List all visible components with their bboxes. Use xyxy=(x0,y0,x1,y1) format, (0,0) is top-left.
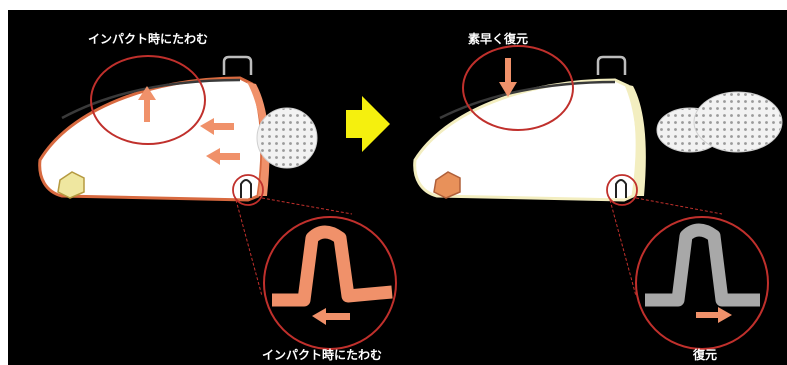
left-focus-circle-top xyxy=(90,55,206,145)
left-slot-circle xyxy=(232,174,264,206)
right-bottom-label: 復元 xyxy=(692,347,717,362)
left-connector-b xyxy=(261,197,353,215)
left-top-label: インパクト時にたわむ xyxy=(88,31,208,46)
left-crown-line xyxy=(61,78,241,120)
left-arrow-icon xyxy=(200,118,234,135)
up-arrow-icon xyxy=(138,86,156,122)
left-bottom-label: インパクト時にたわむ xyxy=(262,347,382,362)
right-zoom-slot-restored xyxy=(645,223,760,307)
left-face-flexed xyxy=(247,82,270,196)
left-scene xyxy=(38,55,397,350)
zoom-left-arrow-icon xyxy=(312,308,350,325)
left-golf-ball xyxy=(256,107,318,169)
left-connector-a xyxy=(235,199,263,297)
down-arrow-icon xyxy=(499,58,517,97)
right-top-label: 素早く復元 xyxy=(468,31,528,46)
right-crown-line xyxy=(439,80,616,120)
right-hosel xyxy=(596,55,627,75)
zoom-right-arrow-icon xyxy=(696,307,732,323)
right-connector-a xyxy=(609,199,637,297)
right-slot-circle xyxy=(606,174,638,206)
left-zoom-slot-flexed xyxy=(272,225,393,307)
right-arrow-icon xyxy=(346,96,390,152)
right-connector-b xyxy=(635,197,723,215)
right-golf-ball xyxy=(693,91,783,153)
right-sole-weight xyxy=(433,171,461,199)
left-zoom-circle xyxy=(263,216,397,350)
right-scene xyxy=(413,45,783,350)
right-focus-circle-top xyxy=(462,45,574,131)
left-hosel xyxy=(222,55,253,75)
left-slot xyxy=(240,179,252,198)
right-face-restored xyxy=(624,84,646,196)
left-sole-weight xyxy=(57,171,85,199)
right-zoom-circle xyxy=(635,216,769,350)
left-arrow-icon-2 xyxy=(206,148,240,165)
right-slot xyxy=(615,179,627,198)
